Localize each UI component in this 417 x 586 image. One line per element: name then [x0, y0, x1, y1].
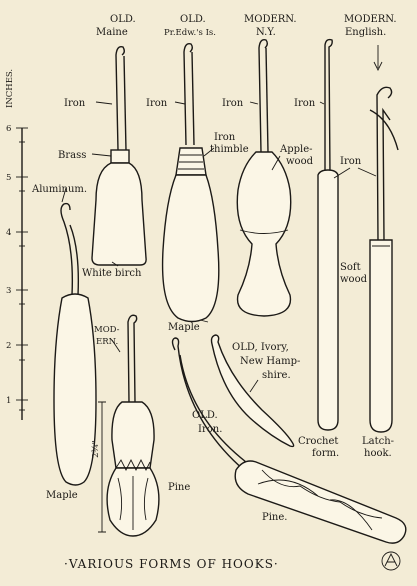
- label-pine-2: Pine.: [262, 512, 287, 523]
- label-old-iron-2: Iron.: [198, 424, 222, 435]
- arrow-english: [373, 45, 383, 72]
- label-apple-1: Apple-: [279, 144, 313, 155]
- label-maple-1: Maple: [168, 322, 200, 333]
- label-latch-1: Latch-: [362, 436, 394, 447]
- label-iron-thimble-2: thimble: [210, 144, 249, 155]
- label-white-birch: White birch: [82, 268, 142, 279]
- header-col4-top: MODERN.: [344, 14, 397, 25]
- label-iron-right: Iron: [340, 156, 362, 167]
- ruler-tick-6: 6: [6, 124, 11, 134]
- header-col3-bottom: N.Y.: [256, 27, 276, 38]
- label-pine-1: Pine: [168, 482, 190, 493]
- label-apple-2: wood: [286, 156, 314, 167]
- label-iron-2: Iron: [146, 98, 168, 109]
- header-col4-bottom: English.: [345, 27, 386, 38]
- ruler-tick-3: 3: [6, 286, 11, 296]
- label-iron-1: Iron: [64, 98, 86, 109]
- hook-crochet-form: [317, 38, 339, 431]
- label-ivory-2: New Hamp-: [240, 356, 300, 367]
- hook-latch: [369, 86, 399, 433]
- label-iron-thimble-1: Iron: [214, 132, 236, 143]
- hook-old-pei: [161, 42, 220, 323]
- inches-ruler: [16, 127, 28, 420]
- hook-old-iron: [171, 337, 407, 544]
- label-crochet-2: form.: [312, 448, 339, 459]
- header-col2-bottom: Pr.Edw.'s Is.: [164, 28, 216, 38]
- ruler-tick-5: 5: [6, 173, 11, 183]
- label-modern-1: MOD-: [94, 325, 120, 335]
- header-col3-top: MODERN.: [244, 14, 297, 25]
- label-iron-3: Iron: [222, 98, 244, 109]
- hook-modern-pine: [98, 314, 160, 537]
- pointer-lines: [61, 101, 377, 393]
- header-col1-bottom: Maine: [96, 27, 128, 38]
- monogram-icon: [381, 551, 401, 571]
- figure-title: ·VARIOUS FORMS OF HOOKS·: [64, 557, 279, 571]
- label-maple-2: Maple: [46, 490, 78, 501]
- hook-old-maine: [91, 45, 147, 266]
- label-dimension: 2¾": [90, 440, 101, 458]
- ruler-tick-4: 4: [6, 228, 11, 238]
- label-soft-2: wood: [340, 274, 368, 285]
- label-crochet-1: Crochet: [298, 436, 338, 447]
- hook-ivory-nh: [210, 334, 295, 448]
- header-col2-top: OLD.: [180, 14, 206, 25]
- label-old-iron-1: OLD.: [192, 410, 218, 421]
- ruler-label: INCHES.: [5, 69, 15, 108]
- hook-aluminum: [53, 202, 97, 486]
- ruler-tick-1: 1: [6, 396, 11, 406]
- header-col1-top: OLD.: [110, 14, 136, 25]
- label-brass: Brass: [58, 150, 86, 161]
- label-ivory-3: shire.: [262, 370, 291, 381]
- label-ivory-1: OLD, Ivory,: [232, 342, 289, 353]
- dimension-line: [98, 401, 106, 533]
- label-latch-2: hook.: [364, 448, 392, 459]
- label-aluminum: Aluminum.: [31, 184, 87, 195]
- ruler-tick-2: 2: [6, 341, 11, 351]
- hook-modern-ny: [236, 38, 292, 317]
- label-modern-2: ERN.: [96, 337, 118, 347]
- label-soft-1: Soft: [340, 262, 361, 273]
- label-iron-4: Iron: [294, 98, 316, 109]
